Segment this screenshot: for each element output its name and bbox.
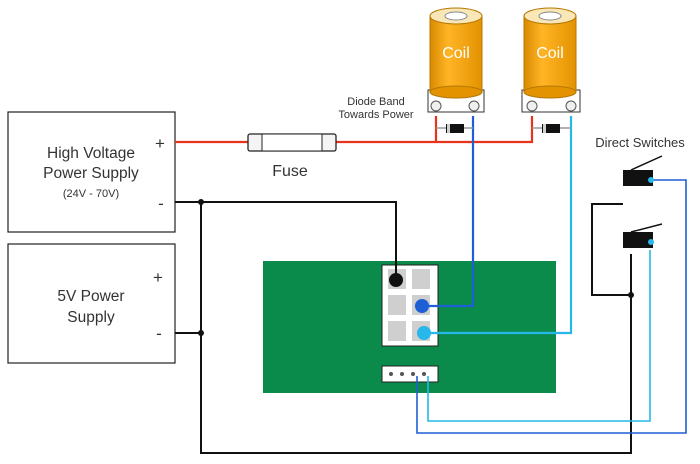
coil1-wire — [422, 116, 475, 308]
direct-switch-2 — [623, 223, 663, 248]
terminal-coil2 — [417, 326, 431, 340]
5v-power-supply — [7, 243, 176, 364]
coil-1-label: Coil — [442, 45, 470, 62]
diode-2 — [532, 124, 571, 133]
switch-header — [381, 365, 439, 383]
junction — [198, 330, 204, 336]
coil2-wire — [424, 116, 573, 335]
junction — [628, 292, 634, 298]
positive-wires — [175, 116, 534, 144]
coil-1 — [427, 7, 485, 113]
coil-2-label: Coil — [536, 45, 564, 62]
junction — [198, 199, 204, 205]
lv-supply-title-line1: 5V Power — [57, 288, 124, 305]
fuse-label: Fuse — [272, 163, 308, 180]
hv-supply-plus: + — [155, 134, 165, 153]
lv-supply-plus: + — [153, 268, 163, 287]
fuse — [247, 133, 337, 152]
high-voltage-power-supply — [7, 111, 176, 233]
hv-supply-title-line1: High Voltage — [47, 145, 135, 162]
hv-supply-range: (24V - 70V) — [63, 188, 119, 200]
terminal-coil1 — [415, 299, 429, 313]
hv-supply-minus: - — [158, 194, 164, 213]
diode-1 — [436, 124, 473, 133]
switch1-signal-wire — [416, 179, 687, 434]
lv-supply-title-line2: Supply — [67, 309, 115, 326]
direct-switch-1 — [623, 155, 663, 186]
diode-note-line1: Diode Band — [347, 96, 405, 108]
direct-switches-label: Direct Switches — [595, 135, 685, 150]
lv-supply-minus: - — [156, 324, 162, 343]
diode-note-line2: Towards Power — [338, 109, 414, 121]
switch2-signal-wire — [427, 250, 651, 422]
terminal-ground — [389, 273, 403, 287]
coil-2 — [521, 7, 581, 113]
hv-supply-title-line2: Power Supply — [43, 165, 139, 182]
